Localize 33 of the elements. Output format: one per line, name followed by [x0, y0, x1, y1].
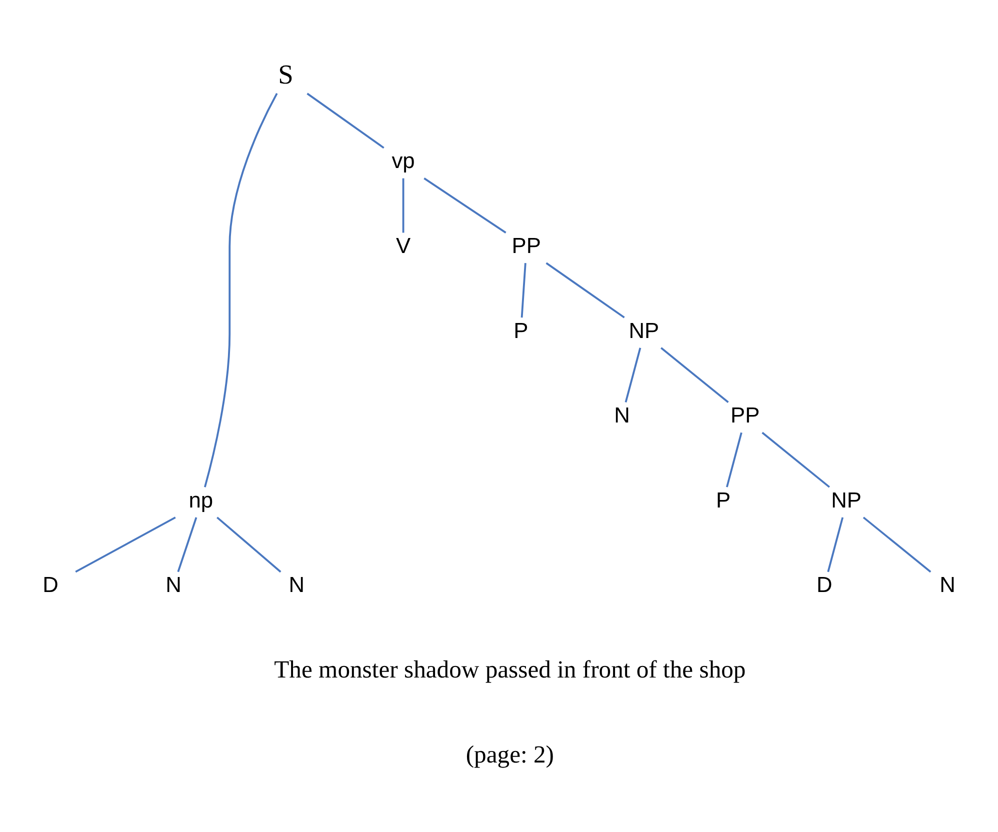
connector	[726, 432, 742, 488]
node-text: PP	[730, 402, 760, 428]
node-text: np	[188, 487, 214, 512]
connector	[402, 178, 404, 233]
node-text: NP	[628, 318, 660, 343]
connector	[624, 348, 642, 403]
node-text: PP	[512, 233, 541, 258]
connector	[762, 432, 830, 488]
connector	[216, 516, 282, 573]
node-text: D	[816, 572, 832, 598]
connector	[827, 517, 844, 572]
connector	[75, 516, 176, 573]
connector	[177, 517, 198, 572]
label: (page: 2)	[466, 742, 554, 769]
label: The monster shadow passed in front of the shop	[274, 656, 746, 684]
connector	[306, 92, 384, 149]
connector	[660, 347, 729, 404]
node-text: NP	[831, 487, 862, 512]
connector	[424, 178, 506, 234]
node-text: P	[716, 487, 731, 512]
connector	[520, 263, 526, 318]
node-text: S	[278, 60, 294, 90]
node-text: N	[614, 402, 630, 428]
node-text: V	[396, 233, 411, 258]
node-text: D	[42, 572, 58, 598]
node-text: N	[940, 572, 956, 598]
node-text: N	[288, 572, 305, 598]
node-text: P	[514, 318, 528, 343]
connector	[546, 262, 625, 318]
node-text: vp	[392, 148, 415, 174]
connector	[204, 93, 278, 488]
node-text: N	[166, 572, 182, 598]
connector	[862, 516, 932, 573]
